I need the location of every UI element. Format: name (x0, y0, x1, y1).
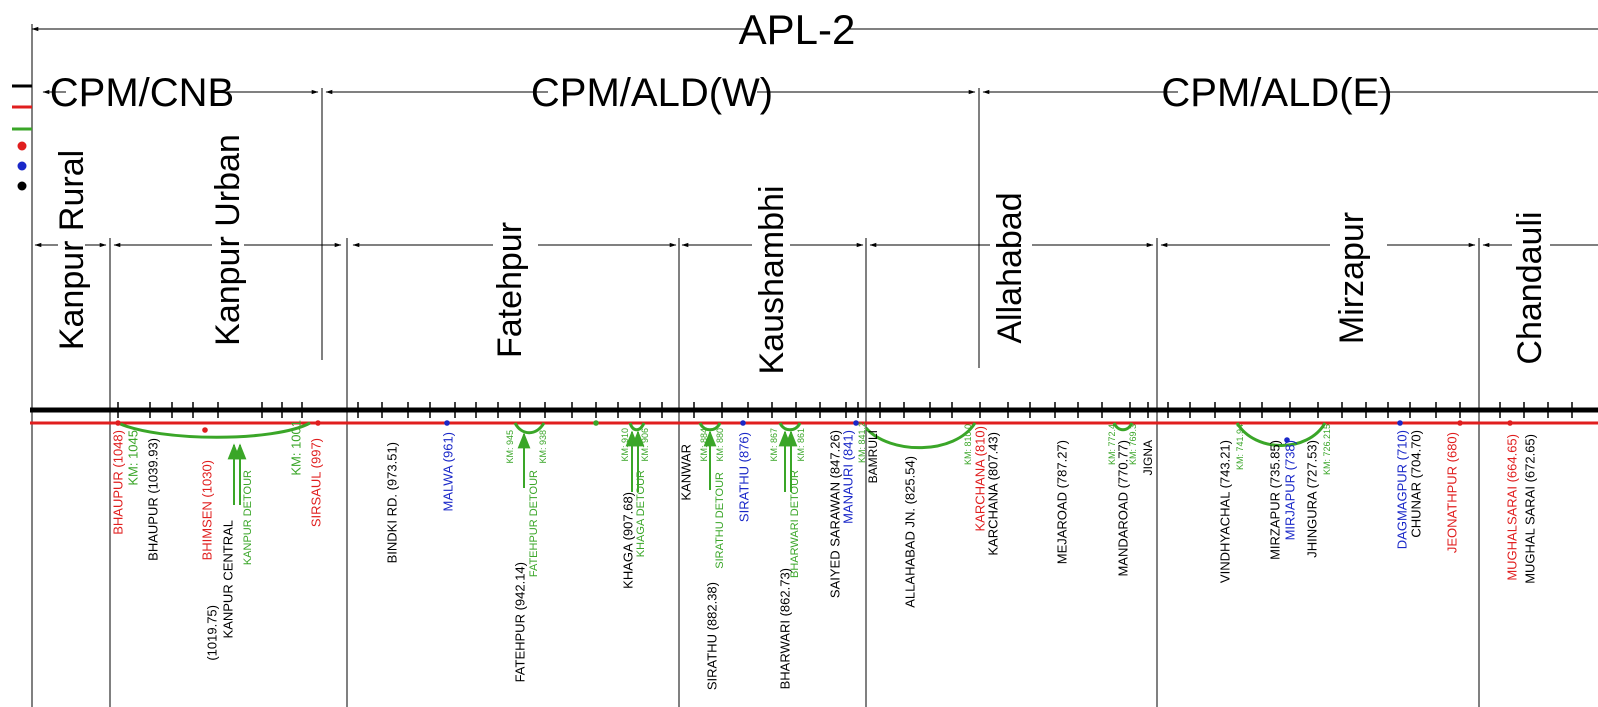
station-label-saiyed-sarawan-847-26: SAIYED SARAWAN (847.26) (828, 430, 843, 598)
allahabad-detour-curve (864, 422, 977, 450)
station-label-bindki-rd-973-51: BINDKI RD. (973.51) (385, 442, 400, 563)
station-label-km-841-2: KM: 841.2 (857, 422, 867, 463)
station-label-manauri-841: MANAURI (841) (841, 430, 856, 524)
station-label-1019-75: (1019.75) (205, 605, 220, 661)
division-alde: CPM/ALD(E) (1161, 71, 1392, 115)
khaga-detour-curve (628, 422, 646, 432)
station-label-bhaupur-1039-93: BHAUPUR (1039.93) (146, 438, 161, 561)
station-label-fatehpur-detour: FATEHPUR DETOUR (528, 470, 540, 577)
district-kaushambhi: Kaushambhi (753, 185, 791, 374)
district-chandauli: Chandauli (1511, 211, 1549, 364)
legend-blue-dot-icon (17, 161, 27, 171)
station-label-bhimsen-1030: BHIMSEN (1030) (200, 460, 215, 560)
station-dot-red (1507, 420, 1513, 426)
rail-track (30, 407, 1598, 425)
district-kanpur-rural: Kanpur Rural (53, 150, 91, 350)
station-label-mandaroad-770-77: MANDAROAD (770.77) (1116, 440, 1131, 577)
station-label-km-867: KM: 867 (769, 428, 779, 462)
station-label-kanpur-detour: KANPUR DETOUR (242, 470, 254, 565)
station-label-sirathu-detour: SIRATHU DETOUR (714, 472, 726, 569)
station-label-bharwari-detour: BHARWARI DETOUR (789, 470, 801, 578)
station-label-km-1045: KM: 1045 (126, 430, 141, 486)
station-dot-blue (853, 420, 859, 426)
station-label-km-810-0: KM: 810.0 (963, 424, 973, 465)
station-label-karchana-807-43: KARCHANA (807.43) (986, 432, 1001, 556)
station-dot-blue (740, 420, 746, 426)
station-dot-blue (1397, 420, 1403, 426)
station-label-bhaupur-1048: BHAUPUR (1048) (111, 430, 126, 535)
station-label-jhingura-727-53: JHINGURA (727.53) (1305, 440, 1320, 558)
bharwari-detour-arrow (778, 430, 798, 492)
district-allahabad: Allahabad (991, 192, 1029, 343)
station-label-karchana-810: KARCHANA (810) (973, 426, 988, 531)
station-dot-green (593, 420, 599, 426)
station-label-vindhyachal-743-21: VINDHYACHAL (743.21) (1218, 440, 1233, 583)
kanpur-detour-arrow (227, 443, 247, 505)
station-label-km-945: KM: 945 (505, 430, 515, 464)
station-dot-red (202, 427, 208, 433)
station-label-km-772-4: KM: 772.4 (1107, 424, 1117, 465)
station-label-jigna: JIGNA (1141, 440, 1155, 475)
sirathu-detour-curve (698, 422, 722, 432)
district-kanpur-urban: Kanpur Urban (209, 134, 247, 346)
station-label-allahabad-jn-825-54: ALLAHABAD JN. (825.54) (903, 456, 918, 608)
station-label-khaga-907-68: KHAGA (907.68) (621, 492, 636, 589)
legend-red-dot-icon (17, 141, 27, 151)
station-dot-red (315, 420, 321, 426)
station-label-km-741-94: KM: 741.94 (1235, 424, 1245, 470)
division-cnb: CPM/CNB (50, 71, 234, 115)
station-label-km-880: KM: 880 (715, 428, 725, 462)
station-dot-blue (444, 420, 450, 426)
station-label-km-769-3: KM: 769.3 (1128, 424, 1138, 465)
station-label-km-1001: KM: 1001 (289, 420, 304, 476)
station-label-km-726-215: KM: 726.215 (1322, 424, 1332, 475)
station-label-km-906: KM: 906 (640, 428, 650, 462)
mandaroad-detour-curve (1112, 422, 1134, 432)
station-dot-blue (1284, 437, 1290, 443)
station-label-bharwari-862-73: BHARWARI (862.73) (778, 568, 793, 689)
station-label-dagmagpur-710: DAGMAGPUR (710) (1395, 430, 1410, 549)
station-label-bamruli: BAMRULI (866, 430, 880, 483)
district-mirzapur: Mirzapur (1333, 212, 1371, 344)
station-dot-red (115, 420, 121, 426)
station-label-jeonathpur-680: JEONATHPUR (680) (1445, 432, 1460, 553)
mirzapur-detour-curve (1235, 422, 1327, 447)
station-label-sirsaul-997: SIRSAUL (997) (309, 438, 324, 527)
station-label-kanpur-central: KANPUR CENTRAL (221, 520, 236, 638)
station-label-kanwar: KANWAR (679, 444, 694, 501)
station-label-khaga-detour: KHAGA DETOUR (635, 470, 647, 557)
apl-title: APL-2 (739, 6, 856, 53)
station-label-sirathu-882-38: SIRATHU (882.38) (705, 582, 720, 690)
station-dot-red (1457, 420, 1463, 426)
station-label-km-884: KM: 884 (699, 428, 709, 462)
station-label-malwa-961: MALWA (961) (441, 432, 456, 511)
station-label-km-861: KM: 861 (796, 428, 806, 462)
station-label-mejaroad-787-27: MEJAROAD (787.27) (1055, 440, 1070, 564)
station-label-mughalsarai-664-65: MUGHALSARAI (664.65) (1505, 434, 1520, 581)
station-label-km-910: KM: 910 (620, 428, 630, 462)
district-fatehpur: Fatehpur (491, 222, 529, 358)
division-aldw: CPM/ALD(W) (531, 71, 773, 115)
khaga-detour-arrow (625, 430, 645, 492)
station-label-km-938: KM: 938 (538, 430, 548, 464)
bharwari-detour-curve (778, 422, 802, 432)
bracket-lines (31, 24, 1598, 707)
station-label-fatehpur-942-14: FATEHPUR (942.14) (513, 562, 528, 682)
station-label-mirjapur-738: MIRJAPUR (738) (1283, 440, 1298, 540)
station-label-chunar-704-70: CHUNAR (704.70) (1409, 430, 1424, 538)
kanpur-detour-curve (117, 421, 311, 439)
legend-black-dot-icon (17, 181, 27, 191)
station-label-sirathu-876: SIRATHU (876) (737, 432, 752, 522)
station-label-mughal-sarai-672-65: MUGHAL SARAI (672.65) (1523, 434, 1538, 584)
station-label-mirzapur-735-85: MIRZAPUR (735.85) (1268, 440, 1283, 560)
